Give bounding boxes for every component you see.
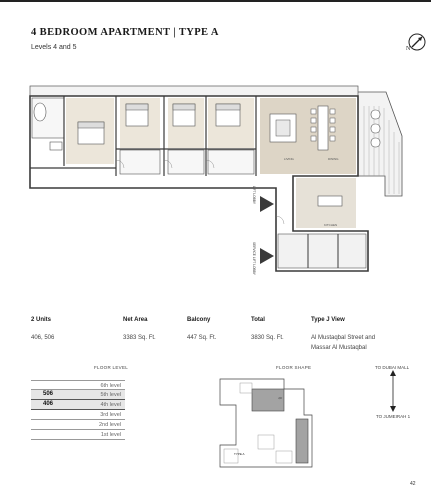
floor-plan: LIVING DINING KITCHEN LIFT LOBBY SERVICE… [29,85,403,276]
level-label: 5th level [100,392,122,398]
total-header: Total [251,317,265,323]
floor-level-list: 6th level 506 5th level 406 4th level 3r… [31,380,125,440]
top-rule [0,0,431,2]
service-lift-lobby-label: SERVICE LIFT LOBBY [252,242,256,276]
floor-shape-title: FLOOR SHAPE [276,365,312,370]
units-value: 406, 506 [31,335,55,341]
compass-north-label: N [406,46,411,52]
view-header: Type J View [311,317,345,323]
floor-level-title: FLOOR LEVEL [94,365,129,370]
level-label: 1st level [100,432,121,438]
page-subtitle: Levels 4 and 5 [31,44,77,51]
lift-lobby-label: LIFT LOBBY [252,186,256,205]
units-header: 2 Units [31,317,52,323]
shape-unit-tag: J,F [278,396,282,400]
dining-label: DINING [328,157,339,161]
level-unit: 506 [43,391,54,397]
level-row: 6th level [31,380,125,390]
floor-shape-diagram: J,F TYPE A [219,378,313,468]
level-row: 506 5th level [31,390,125,400]
balcony-header: Balcony [187,317,211,323]
view-value: Al Mustaqbal Street and Massar Al Mustaq… [311,335,376,351]
compass-icon [408,33,426,51]
balcony-value: 447 Sq. Ft. [187,335,217,341]
kitchen-label: KITCHEN [324,223,337,227]
total-value: 3830 Sq. Ft. [251,335,284,341]
page-title: 4 BEDROOM APARTMENT | TYPE A [31,27,219,38]
direction-bottom-label: TO JUMEIRAH 1 [376,414,411,419]
net-area-value: 3383 Sq. Ft. [123,335,156,341]
net-area-header: Net Area [123,317,148,323]
level-row: 3rd level [31,410,125,420]
level-label: 6th level [100,383,122,389]
level-label: 4th level [100,402,122,408]
shape-unit-tag: TYPE A [234,452,245,456]
living-label: LIVING [284,157,295,161]
level-row: 1st level [31,430,125,440]
level-label: 2nd level [98,422,121,428]
direction-top-label: TO DUBAI MALL [375,365,410,370]
double-arrow-icon [390,370,396,412]
level-row: 406 4th level [31,400,125,410]
level-row: 2nd level [31,420,125,430]
level-label: 3rd level [100,412,121,418]
level-unit: 406 [43,401,54,407]
page-number: 42 [410,481,416,487]
